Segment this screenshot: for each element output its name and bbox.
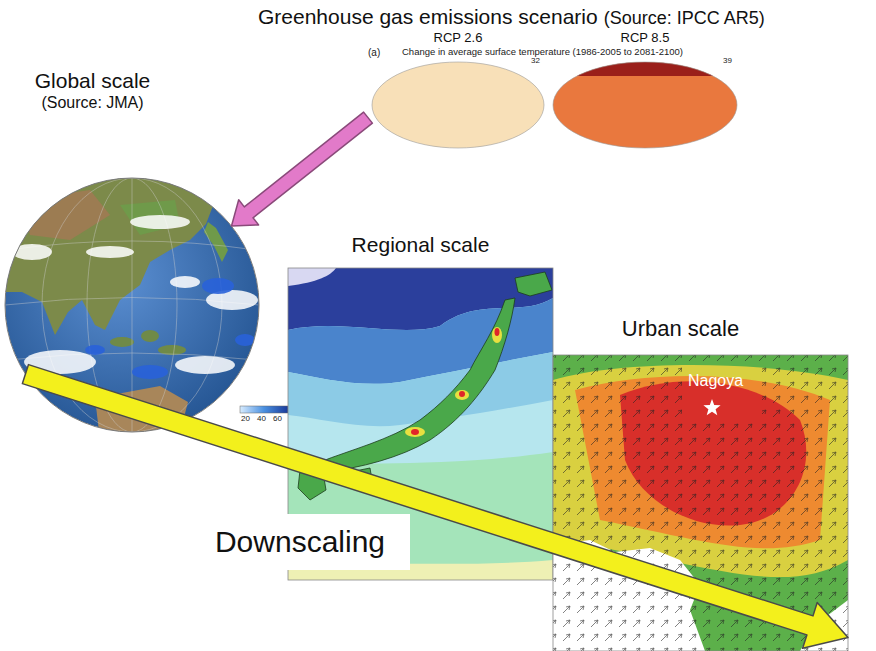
- block-arrow: [232, 112, 373, 226]
- map-label: RCP 2.6: [368, 30, 548, 46]
- map-caption: Change in average surface temperature (1…: [402, 47, 683, 57]
- block-arrow: [22, 365, 848, 649]
- map-number: 32: [531, 57, 540, 66]
- asia-land: [5, 170, 216, 335]
- map-outline: [372, 62, 544, 148]
- colorbar-tick: 40: [257, 415, 266, 424]
- panel-letter: (a): [368, 47, 380, 58]
- ocean: [5, 178, 259, 432]
- color-bar: [240, 406, 288, 413]
- global-model: Global scale(Source: JMA): [5, 68, 260, 434]
- temperature-field: [553, 355, 848, 651]
- rcp85-map: [553, 62, 737, 148]
- source-note: (Source: JMA): [5, 93, 180, 112]
- map-number: 39: [723, 57, 732, 66]
- grid-lines: [5, 178, 259, 432]
- panel-heading: Greenhouse gas emissions scenario: [258, 4, 598, 29]
- edge-label: Downscaling: [215, 524, 385, 560]
- map-label: RCP 8.5: [552, 30, 738, 46]
- scenario-panel: Greenhouse gas emissions scenario (Source…: [255, 2, 873, 152]
- colorbar-tick: 60: [273, 415, 282, 424]
- city-name: Nagoya: [688, 372, 743, 390]
- source-note: (Source: IPCC AR5): [604, 8, 765, 30]
- rcp26-map: [372, 62, 544, 148]
- scale-heading: Regional scale: [288, 232, 553, 257]
- sea-band: [288, 268, 336, 286]
- map-ground: [553, 62, 737, 148]
- rain-peaks: [405, 327, 502, 437]
- continents: [576, 69, 718, 146]
- scale-heading: Global scale: [5, 68, 180, 93]
- colorbar-tick: 20: [241, 415, 250, 424]
- map-ground: [372, 62, 544, 148]
- wind-vectors: [553, 355, 848, 651]
- globe-outline: [5, 178, 259, 432]
- japan-land: [204, 222, 228, 262]
- map-frame: [553, 355, 848, 651]
- urban-map: [553, 355, 848, 651]
- scale-heading: Urban scale: [553, 316, 808, 342]
- urban-model: Urban scale: [553, 316, 848, 651]
- map-outline: [553, 62, 737, 148]
- island: [141, 330, 159, 342]
- continents: [389, 69, 531, 146]
- city-star: [703, 399, 720, 415]
- precipitation: [85, 278, 255, 379]
- island: [110, 337, 134, 347]
- sea-band: [288, 352, 553, 426]
- arctic-band: [553, 62, 737, 76]
- label-patch: Downscaling: [190, 514, 410, 570]
- clouds: [12, 198, 258, 374]
